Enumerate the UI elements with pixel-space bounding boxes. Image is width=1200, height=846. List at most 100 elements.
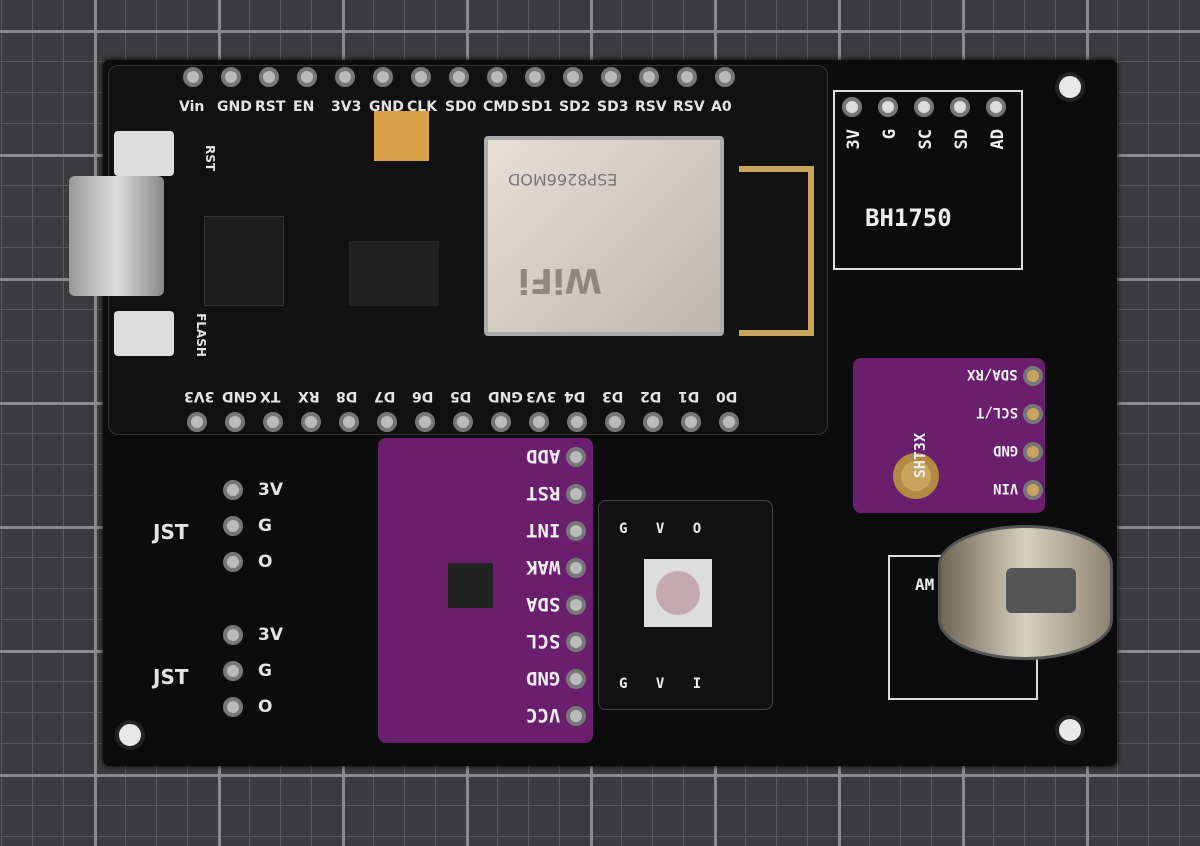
pin-label: GND [488, 388, 523, 404]
pin-label: 3V3 [184, 388, 215, 404]
header-pin [566, 669, 586, 689]
flash-button[interactable] [114, 311, 174, 356]
pin-label: SCL [525, 630, 560, 652]
header-pin [223, 625, 243, 645]
pin-label: RST [525, 482, 560, 504]
pin-label: SDA [525, 593, 560, 615]
pin-label: 3V [844, 129, 864, 150]
rst-label: RST [203, 144, 218, 172]
header-pin [715, 67, 735, 87]
pin-label: ADD [525, 445, 560, 467]
pin-label: VIN [992, 480, 1018, 496]
esp-model: ESP8266MOD [508, 170, 618, 189]
pin-label: RX [298, 388, 320, 404]
header-pin [601, 67, 621, 87]
header-pin [453, 412, 473, 432]
header-pin [950, 97, 970, 117]
pin-label: D3 [602, 388, 624, 404]
header-pin [415, 412, 435, 432]
pin-label: SD1 [521, 99, 553, 115]
usb-port [69, 176, 164, 296]
rst-button[interactable] [114, 131, 174, 176]
pin-label: D6 [412, 388, 434, 404]
rgb-top-pins: G V O [619, 521, 712, 537]
header-pin [373, 67, 393, 87]
pin-label: 3V [258, 480, 283, 500]
pin-label: VCC [525, 704, 560, 726]
sht3x-title: SHT3X [911, 433, 929, 479]
rgb-bottom-pins: G V I [619, 676, 712, 692]
header-pin [449, 67, 469, 87]
pin-label: D7 [374, 388, 396, 404]
header-pin [225, 412, 245, 432]
pin-label: Vin [179, 99, 205, 115]
pin-label: 3V [258, 625, 283, 645]
pin-label: GND [217, 99, 252, 115]
pin-label: 3V3 [526, 388, 557, 404]
header-pin [411, 67, 431, 87]
header-pin [1023, 404, 1043, 424]
header-pin [878, 97, 898, 117]
pin-label: SD2 [559, 99, 591, 115]
pin-label: G [258, 661, 272, 681]
header-pin [529, 412, 549, 432]
header-pin [566, 558, 586, 578]
header-pin [986, 97, 1006, 117]
header-pin [566, 484, 586, 504]
rgb-led-module: G V O G V I [598, 500, 773, 710]
header-pin [223, 697, 243, 717]
regulator [349, 241, 439, 306]
header-pin [223, 480, 243, 500]
pin-label: SDA/RX [967, 366, 1018, 382]
header-pin [1023, 480, 1043, 500]
header-pin [566, 632, 586, 652]
header-pin [377, 412, 397, 432]
header-pin [223, 661, 243, 681]
jst-label: JST [153, 665, 189, 689]
pin-label: D2 [640, 388, 662, 404]
header-pin [719, 412, 739, 432]
header-pin [677, 67, 697, 87]
pin-label: D5 [450, 388, 472, 404]
pin-label: AD [988, 129, 1008, 150]
header-pin [1023, 442, 1043, 462]
header-pin [566, 706, 586, 726]
pin-label: SC [916, 129, 936, 150]
pin-label: GND [222, 388, 257, 404]
header-pin [223, 516, 243, 536]
header-pin [223, 552, 243, 572]
header-pin [566, 521, 586, 541]
gas-sensor-label: AM [915, 575, 935, 594]
rgb-led [644, 559, 712, 627]
jst-label: JST [153, 520, 189, 544]
header-pin [301, 412, 321, 432]
pin-label: GND [525, 667, 560, 689]
pin-label: EN [293, 99, 315, 115]
header-pin [335, 67, 355, 87]
header-pin [487, 67, 507, 87]
esp-module: ESP8266MOD WiFi [484, 136, 724, 336]
pin-label: SCL/T [975, 404, 1018, 420]
header-pin [842, 97, 862, 117]
header-pin [681, 412, 701, 432]
header-pin [187, 412, 207, 432]
header-pin [259, 67, 279, 87]
pin-label: G [880, 129, 900, 140]
header-pin [563, 67, 583, 87]
pin-label: G [258, 516, 272, 536]
pcb-antenna [739, 166, 814, 336]
pin-label: SD [952, 129, 972, 150]
pin-label: CMD [483, 99, 519, 115]
header-pin [525, 67, 545, 87]
wifi-logo: WiFi [518, 260, 603, 300]
mount-hole [1055, 72, 1085, 102]
pin-label: O [258, 552, 273, 572]
pin-label: RSV [673, 99, 705, 115]
pin-label: GND [992, 442, 1018, 458]
